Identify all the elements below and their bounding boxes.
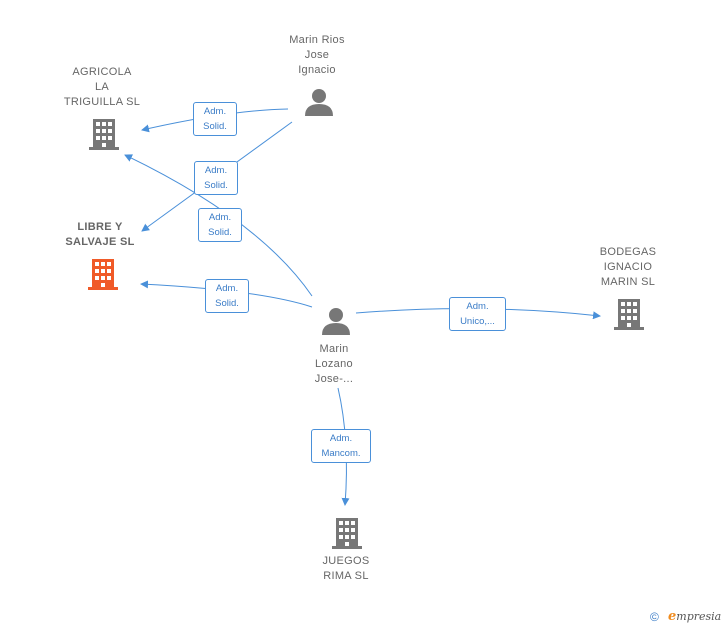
copyright-icon: © — [650, 610, 659, 624]
edge-label-e2[interactable]: Adm. Solid. — [194, 161, 238, 195]
edge-label-e6[interactable]: Adm. Mancom. — [311, 429, 371, 463]
libre-label[interactable]: LIBRE Y SALVAJE SL — [65, 221, 135, 248]
brand-initial: e — [668, 609, 677, 624]
juegos-building-icon[interactable] — [332, 518, 362, 549]
marin-rios-person-icon[interactable] — [305, 89, 333, 116]
libre-building-icon[interactable] — [88, 259, 118, 290]
bodegas-building-icon[interactable] — [614, 299, 644, 330]
juegos-label[interactable]: JUEGOS RIMA SL — [322, 555, 370, 582]
bodegas-label[interactable]: BODEGAS IGNACIO MARIN SL — [599, 246, 657, 288]
edge-label-e5[interactable]: Adm. Unico,... — [449, 297, 506, 331]
marin-rios-label[interactable]: Marin Rios Jose Ignacio — [289, 34, 345, 76]
edge-label-e1[interactable]: Adm. Solid. — [193, 102, 237, 136]
brand-logo[interactable]: empresia — [668, 609, 721, 624]
edge-label-e4[interactable]: Adm. Solid. — [205, 279, 249, 313]
marin-lozano-person-icon[interactable] — [322, 308, 350, 335]
brand-rest: mpresia — [676, 610, 722, 623]
edge-label-e3[interactable]: Adm. Solid. — [198, 208, 242, 242]
marin-lozano-label[interactable]: Marin Lozano Jose-... — [314, 343, 354, 385]
agricola-building-icon[interactable] — [89, 116, 119, 150]
agricola-label[interactable]: AGRICOLA LA TRIGUILLA SL — [63, 66, 141, 108]
